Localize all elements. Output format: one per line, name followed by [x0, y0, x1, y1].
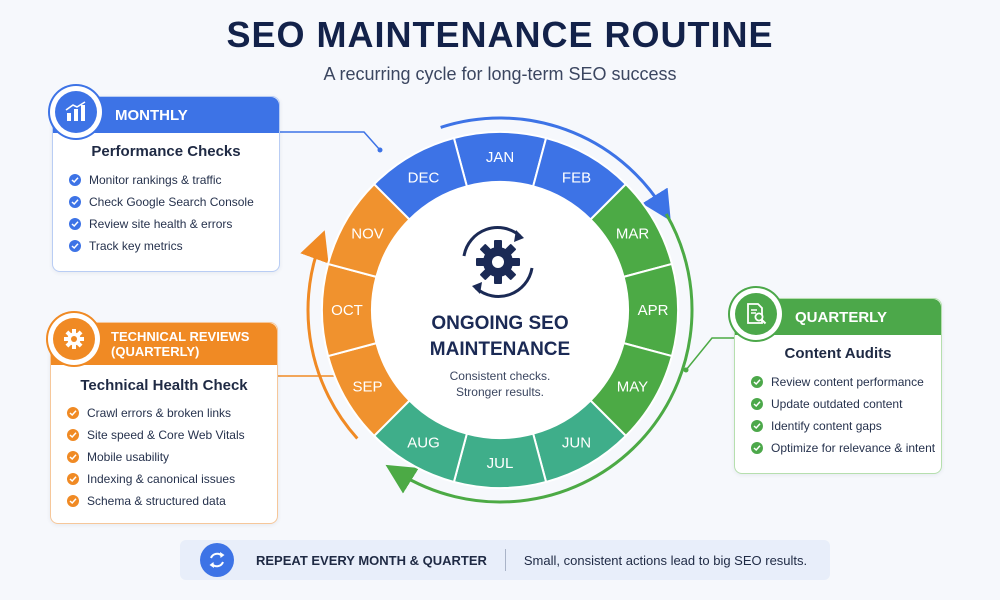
month-label-jan: JAN	[486, 149, 514, 166]
month-label-jul: JUL	[487, 455, 514, 472]
month-label-nov: NOV	[351, 226, 384, 243]
check-icon	[751, 442, 763, 454]
check-icon	[67, 429, 79, 441]
cycle-arrows	[300, 116, 694, 504]
check-icon	[67, 407, 79, 419]
technical-badge	[48, 313, 100, 365]
check-icon	[67, 451, 79, 463]
center-caption-line2: Stronger results.	[456, 385, 544, 399]
page-title: SEO MAINTENANCE ROUTINE	[226, 14, 774, 55]
technical-card-title: TECHNICAL REVIEWS	[111, 329, 250, 344]
list-item: Crawl errors & broken links	[67, 402, 245, 424]
month-label-feb: FEB	[562, 169, 591, 186]
refresh-icon	[200, 543, 234, 577]
month-label-sep: SEP	[352, 379, 382, 396]
footer-right-text: Small, consistent actions lead to big SE…	[523, 552, 808, 568]
cycle-arrow-orange	[300, 230, 359, 440]
list-item: Review site health & errors	[69, 213, 254, 235]
check-icon	[751, 420, 763, 432]
month-label-apr: APR	[638, 302, 669, 319]
gear-icon	[53, 318, 95, 360]
month-label-oct: OCT	[331, 302, 363, 319]
monthly-connector-dot	[377, 147, 383, 153]
technical-card-subtitle: Technical Health Check	[80, 377, 248, 394]
quarterly-card-title: QUARTERLY	[795, 308, 887, 326]
center-title-line2: MAINTENANCE	[430, 339, 570, 360]
footer-divider	[504, 549, 506, 571]
monthly-badge	[50, 86, 102, 138]
cycle-arrow-green	[385, 213, 694, 504]
footer-left-text: REPEAT EVERY MONTH & QUARTER	[256, 552, 487, 568]
month-label-dec: DEC	[408, 169, 440, 186]
quarterly-connector	[685, 337, 734, 371]
monthly-card-title: MONTHLY	[115, 106, 188, 124]
quarterly-connector-dot	[683, 367, 689, 373]
list-item: Update outdated content	[751, 393, 935, 415]
cycle-arrow-blue	[440, 116, 671, 221]
technical-card-title-note: (QUARTERLY)	[111, 344, 200, 359]
list-item: Review content performance	[751, 371, 935, 393]
list-item: Track key metrics	[69, 235, 254, 257]
check-icon	[751, 376, 763, 388]
month-label-mar: MAR	[616, 226, 650, 243]
month-segments: JAN FEB MAR APR MAY JUN JUL AUG SEP OCT NOV DEC	[321, 131, 679, 489]
list-item: Monitor rankings & traffic	[69, 169, 254, 191]
list-item: Identify content gaps	[751, 415, 935, 437]
check-icon	[69, 218, 81, 230]
monthly-card-subtitle: Performance Checks	[91, 143, 241, 160]
technical-checklist: Crawl errors & broken links Site speed &…	[67, 402, 245, 512]
monthly-card: MONTHLY Performance Checks Monitor ranki…	[52, 96, 280, 272]
check-icon	[67, 495, 79, 507]
check-icon	[69, 196, 81, 208]
check-icon	[69, 240, 81, 252]
month-label-may: MAY	[617, 379, 648, 396]
month-label-jun: JUN	[562, 435, 591, 452]
monthly-checklist: Monitor rankings & traffic Check Google …	[69, 169, 254, 257]
quarterly-badge	[730, 288, 782, 340]
quarterly-card-subtitle: Content Audits	[784, 345, 892, 362]
check-icon	[69, 174, 81, 186]
quarterly-checklist: Review content performance Update outdat…	[751, 371, 935, 459]
list-item: Site speed & Core Web Vitals	[67, 424, 245, 446]
bar-chart-icon	[55, 91, 97, 133]
list-item: Schema & structured data	[67, 490, 245, 512]
list-item: Indexing & canonical issues	[67, 468, 245, 490]
list-item: Optimize for relevance & intent	[751, 437, 935, 459]
list-item: Check Google Search Console	[69, 191, 254, 213]
gear-cycle-icon	[462, 226, 534, 298]
month-label-aug: AUG	[407, 435, 440, 452]
document-search-icon	[735, 293, 777, 335]
footer-banner: REPEAT EVERY MONTH & QUARTER Small, cons…	[180, 540, 830, 580]
check-icon	[67, 473, 79, 485]
center-title-line1: ONGOING SEO	[431, 313, 568, 334]
list-item: Mobile usability	[67, 446, 245, 468]
monthly-connector	[278, 131, 381, 151]
check-icon	[751, 398, 763, 410]
center-caption-line1: Consistent checks.	[450, 369, 551, 383]
page-subtitle: A recurring cycle for long-term SEO succ…	[323, 64, 677, 84]
wheel-center	[372, 182, 628, 438]
